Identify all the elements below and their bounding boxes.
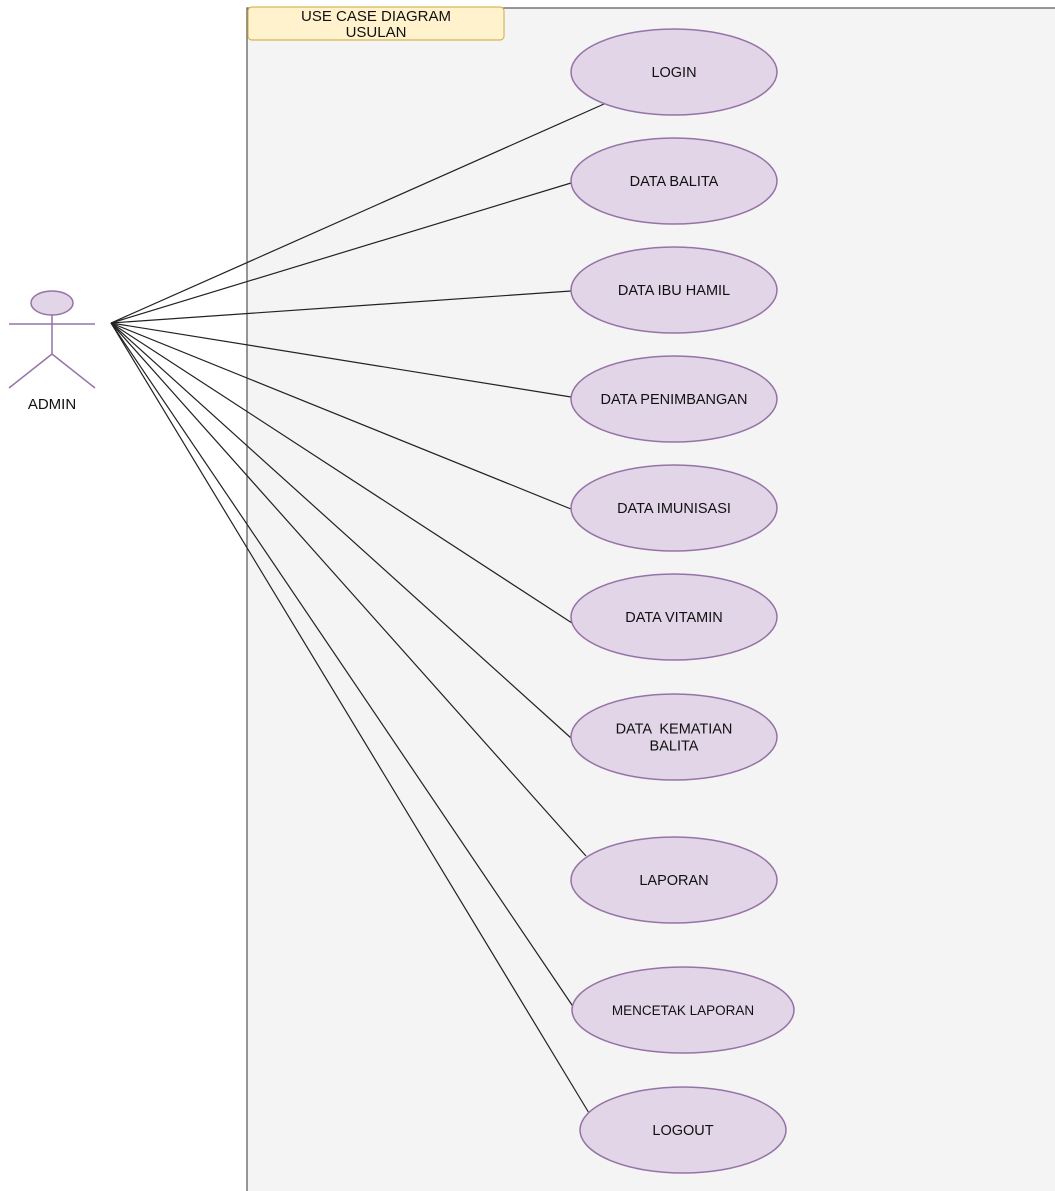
use-cases: LOGIN DATA BALITA DATA IBU HAMIL DATA PENIM…	[570, 28, 795, 1174]
use-case-label-data-ibu-hamil: DATA IBU HAMIL	[618, 283, 730, 299]
use-case-label-data-kematian-balita-line-1: DATA KEMATIAN	[616, 722, 733, 738]
use-case-mencetak-laporan[interactable]: MENCETAK LAPORAN	[571, 966, 795, 1054]
use-case-login[interactable]: LOGIN	[570, 28, 778, 116]
use-case-logout[interactable]: LOGOUT	[579, 1086, 787, 1174]
use-case-ellipse-data-kematian-balita	[570, 693, 778, 781]
association-line-login	[110, 103, 605, 324]
association-line-laporan	[110, 322, 587, 857]
association-line-data-kematian-balita	[110, 322, 572, 739]
association-line-data-vitamin	[110, 322, 573, 624]
use-case-data-imunisasi[interactable]: DATA IMUNISASI	[570, 464, 778, 552]
association-line-data-balita	[110, 182, 572, 324]
use-case-ellipse-logout	[579, 1086, 787, 1174]
use-case-label-laporan: LAPORAN	[639, 873, 708, 889]
use-case-data-balita[interactable]: DATA BALITA	[570, 137, 778, 225]
use-case-laporan[interactable]: LAPORAN	[570, 836, 778, 924]
stick-figure-actor-icon	[8, 290, 96, 389]
actor-head	[30, 290, 74, 316]
use-case-ellipse-data-penimbangan	[570, 355, 778, 443]
association-line-logout	[110, 322, 593, 1119]
title-note-line-2: USULAN	[346, 24, 407, 41]
actor-admin[interactable]: ADMIN	[8, 290, 96, 413]
use-case-label-login: LOGIN	[651, 65, 696, 81]
use-case-data-ibu-hamil[interactable]: DATA IBU HAMIL	[570, 246, 778, 334]
association-line-data-penimbangan	[110, 322, 572, 398]
actor-right-leg	[51, 353, 96, 389]
use-case-ellipse-data-balita	[570, 137, 778, 225]
actor-left-leg	[8, 353, 53, 389]
use-case-label-data-balita: DATA BALITA	[630, 174, 719, 190]
use-case-data-penimbangan[interactable]: DATA PENIMBANGAN	[570, 355, 778, 443]
title-note-line-1: USE CASE DIAGRAM	[301, 8, 451, 25]
use-case-ellipse-mencetak-laporan	[571, 966, 795, 1054]
association-line-data-ibu-hamil	[110, 290, 572, 324]
use-case-label-data-penimbangan: DATA PENIMBANGAN	[601, 392, 748, 408]
use-case-ellipse-data-ibu-hamil	[570, 246, 778, 334]
use-case-label-data-imunisasi: DATA IMUNISASI	[617, 501, 731, 517]
use-case-ellipse-data-vitamin	[570, 573, 778, 661]
use-case-label-mencetak-laporan: MENCETAK LAPORAN	[612, 1003, 754, 1018]
use-case-ellipse-login	[570, 28, 778, 116]
association-line-data-imunisasi	[110, 322, 572, 510]
use-case-label-data-vitamin: DATA VITAMIN	[625, 610, 722, 626]
use-case-label-data-kematian-balita-line-2: BALITA	[650, 739, 699, 755]
use-case-ellipse-data-imunisasi	[570, 464, 778, 552]
title-note-box	[247, 6, 505, 41]
use-case-data-vitamin[interactable]: DATA VITAMIN	[570, 573, 778, 661]
use-case-ellipse-laporan	[570, 836, 778, 924]
actor-label: ADMIN	[28, 396, 76, 413]
association-lines	[110, 103, 605, 1119]
association-line-mencetak-laporan	[110, 322, 575, 1009]
title-note: USE CASE DIAGRAM USULAN	[247, 6, 505, 41]
use-case-label-logout: LOGOUT	[652, 1123, 713, 1139]
